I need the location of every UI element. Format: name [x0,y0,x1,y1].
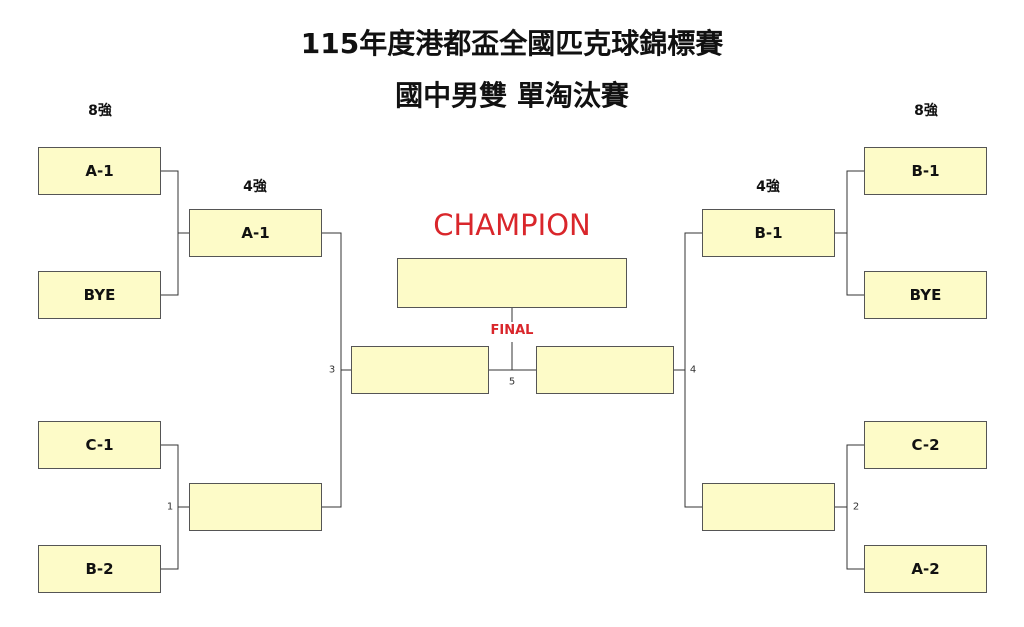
match-number: 3 [328,364,336,376]
left-r8-slot: BYE [38,271,161,319]
right-r4-slot: B-1 [702,209,835,257]
right-final-slot [536,346,674,394]
round-label-8-left: 8強 [88,103,112,119]
left-r4-slot [189,483,322,531]
right-r8-slot: C-2 [864,421,987,469]
round-label-8-right: 8強 [914,103,938,119]
champion-slot [397,258,627,308]
left-r8-slot: C-1 [38,421,161,469]
right-r8-slot: B-1 [864,147,987,195]
champion-label: CHAMPION [433,208,591,242]
left-final-slot [351,346,489,394]
left-r8-slot: A-1 [38,147,161,195]
left-r4-slot: A-1 [189,209,322,257]
match-number: 2 [852,501,860,513]
right-r4-slot [702,483,835,531]
match-number: 5 [508,376,516,388]
left-r8-slot: B-2 [38,545,161,593]
page-subtitle: 國中男雙 單淘汰賽 [395,79,629,112]
page-title: 115年度港都盃全國匹克球錦標賽 [300,27,724,60]
round-label-4-right: 4強 [756,179,780,195]
round-label-4-left: 4強 [243,179,267,195]
match-number: 4 [689,364,697,376]
right-r8-slot: BYE [864,271,987,319]
match-number: 1 [166,501,174,513]
right-r8-slot: A-2 [864,545,987,593]
final-label: FINAL [490,323,534,338]
